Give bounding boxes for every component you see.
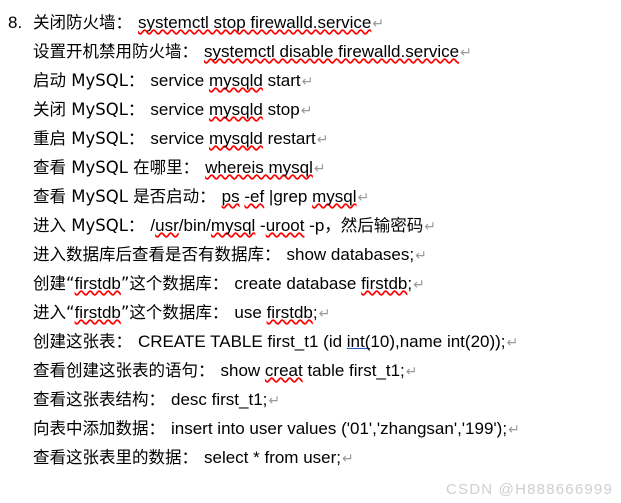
line-command: CREATE TABLE first_t1 (id int(10),name i…: [138, 332, 506, 351]
document-line: 进入数据库后查看是否有数据库： show databases;↵: [0, 240, 621, 269]
document-line: 启动 MySQL： service mysqld start↵: [0, 66, 621, 95]
line-command: ps -ef |grep mysql: [221, 187, 357, 206]
line-content: 进入数据库后查看是否有数据库： show databases;↵: [33, 240, 427, 271]
misspelled-word: creat: [264, 361, 303, 380]
line-suffix: ，然后输密码: [324, 216, 424, 235]
line-content: 设置开机禁用防火墙： systemctl disable firewalld.se…: [33, 37, 472, 68]
paragraph-mark-icon: ↵: [413, 277, 425, 293]
document-line: 设置开机禁用防火墙： systemctl disable firewalld.se…: [0, 37, 621, 66]
paragraph-mark-icon: ↵: [313, 161, 326, 177]
line-command: service mysqld start: [150, 71, 301, 90]
paragraph-mark-icon: ↵: [268, 393, 281, 409]
line-label: 关闭 MySQL：: [33, 100, 145, 119]
list-marker: 8.: [8, 13, 23, 32]
line-command: use firstdb;: [234, 303, 318, 322]
line-command: show databases;: [286, 245, 415, 264]
misspelled-word: firstdb: [74, 303, 121, 322]
misspelled-word: mysqld: [208, 100, 263, 119]
line-label: 重启 MySQL：: [33, 129, 145, 148]
line-label: 查看 MySQL 是否启动：: [33, 187, 216, 206]
line-content: 查看 MySQL 是否启动： ps -ef |grep mysql↵: [33, 182, 369, 213]
paragraph-mark-icon: ↵: [301, 74, 314, 90]
line-command: show creat table first_t1;: [220, 361, 405, 380]
line-content: 进入“firstdb”这个数据库： use firstdb;↵: [33, 298, 330, 329]
paragraph-mark-icon: ↵: [372, 16, 385, 32]
line-content: 查看创建这张表的语句： show creat table first_t1;↵: [33, 356, 418, 387]
line-command: systemctl stop firewalld.service: [138, 13, 372, 32]
paragraph-mark-icon: ↵: [460, 45, 472, 61]
line-content: 查看这张表里的数据： select * from user;↵: [33, 443, 354, 474]
document-line: 关闭 MySQL： service mysqld stop↵: [0, 95, 621, 124]
misspelled-word: mysqld: [208, 129, 263, 148]
line-content: 关闭防火墙： systemctl stop firewalld.service↵: [33, 8, 384, 39]
grammar-flag: int(: [346, 332, 371, 351]
line-label: 查看这张表里的数据：: [33, 448, 198, 467]
paragraph-mark-icon: ↵: [316, 132, 329, 148]
paragraph-mark-icon: ↵: [405, 364, 418, 380]
line-content: 重启 MySQL： service mysqld restart↵: [33, 124, 328, 155]
document-line: 创建这张表： CREATE TABLE first_t1 (id int(10),…: [0, 327, 621, 356]
line-command: insert into user values ('01','zhangsan'…: [171, 419, 508, 438]
line-label: 查看创建这张表的语句：: [33, 361, 215, 380]
line-content: 进入 MySQL： /usr/bin/mysql -uroot -p，然后输密码↵: [33, 211, 436, 242]
misspelled-word: mysql: [210, 216, 256, 235]
paragraph-mark-icon: ↵: [300, 103, 313, 119]
document-line: 进入“firstdb”这个数据库： use firstdb;↵: [0, 298, 621, 327]
misspelled-word: ps: [221, 187, 240, 206]
paragraph-mark-icon: ↵: [415, 248, 427, 264]
line-command: systemctl disable firewalld.service: [204, 42, 460, 61]
misspelled-word: uroot: [265, 216, 305, 235]
line-label: 查看这张表结构：: [33, 390, 165, 409]
line-label: 进入“firstdb”这个数据库：: [33, 303, 229, 322]
csdn-watermark: CSDN @H888666999: [445, 481, 613, 498]
line-content: 创建这张表： CREATE TABLE first_t1 (id int(10),…: [33, 327, 518, 358]
line-command: select * from user;: [204, 448, 341, 467]
line-label: 设置开机禁用防火墙：: [33, 42, 198, 61]
document-line: 查看 MySQL 是否启动： ps -ef |grep mysql↵: [0, 182, 621, 211]
document-line: 查看 MySQL 在哪里： whereis mysql↵: [0, 153, 621, 182]
misspelled-word: firstdb: [361, 274, 408, 293]
line-content: 启动 MySQL： service mysqld start↵: [33, 66, 313, 97]
line-label: 创建“firstdb”这个数据库：: [33, 274, 229, 293]
document-line: 创建“firstdb”这个数据库： create database firstdb…: [0, 269, 621, 298]
line-content: 向表中添加数据： insert into user values ('01','z…: [33, 414, 520, 445]
misspelled-word: firstdb: [266, 303, 313, 322]
line-label: 进入 MySQL：: [33, 216, 145, 235]
misspelled-word: -ef: [244, 187, 265, 206]
line-label: 向表中添加数据：: [33, 419, 165, 438]
line-command: desc first_t1;: [171, 390, 268, 409]
misspelled-word: firstdb: [74, 274, 121, 293]
line-command: /usr/bin/mysql -uroot -p: [150, 216, 325, 235]
document-line: 查看这张表里的数据： select * from user;↵: [0, 443, 621, 472]
document-line: 进入 MySQL： /usr/bin/mysql -uroot -p，然后输密码↵: [0, 211, 621, 240]
misspelled-word: mysqld: [208, 71, 263, 90]
document-line: 8. 关闭防火墙： systemctl stop firewalld.servic…: [0, 8, 621, 37]
line-command: service mysqld restart: [150, 129, 316, 148]
document-line: 重启 MySQL： service mysqld restart↵: [0, 124, 621, 153]
document-line: 查看这张表结构： desc first_t1;↵: [0, 385, 621, 414]
paragraph-mark-icon: ↵: [342, 451, 354, 467]
document-line: 查看创建这张表的语句： show creat table first_t1;↵: [0, 356, 621, 385]
line-label: 启动 MySQL：: [33, 71, 145, 90]
misspelled-word: usr: [155, 216, 179, 235]
paragraph-mark-icon: ↵: [318, 306, 331, 322]
paragraph-mark-icon: ↵: [508, 422, 520, 438]
line-label: 创建这张表：: [33, 332, 132, 351]
line-content: 查看这张表结构： desc first_t1;↵: [33, 385, 280, 416]
paragraph-mark-icon: ↵: [424, 219, 437, 235]
line-content: 查看 MySQL 在哪里： whereis mysql↵: [33, 153, 326, 184]
line-label: 关闭防火墙：: [33, 13, 132, 32]
line-command: service mysqld stop: [150, 100, 300, 119]
document-line: 向表中添加数据： insert into user values ('01','z…: [0, 414, 621, 443]
paragraph-mark-icon: ↵: [357, 190, 370, 206]
line-content: 创建“firstdb”这个数据库： create database firstdb…: [33, 269, 425, 300]
line-label: 查看 MySQL 在哪里：: [33, 158, 200, 177]
line-content: 关闭 MySQL： service mysqld stop↵: [33, 95, 312, 126]
line-command: create database firstdb;: [234, 274, 413, 293]
line-command: whereis mysql: [205, 158, 313, 177]
misspelled-word: mysql: [312, 187, 357, 206]
paragraph-mark-icon: ↵: [506, 335, 519, 351]
line-label: 进入数据库后查看是否有数据库：: [33, 245, 281, 264]
